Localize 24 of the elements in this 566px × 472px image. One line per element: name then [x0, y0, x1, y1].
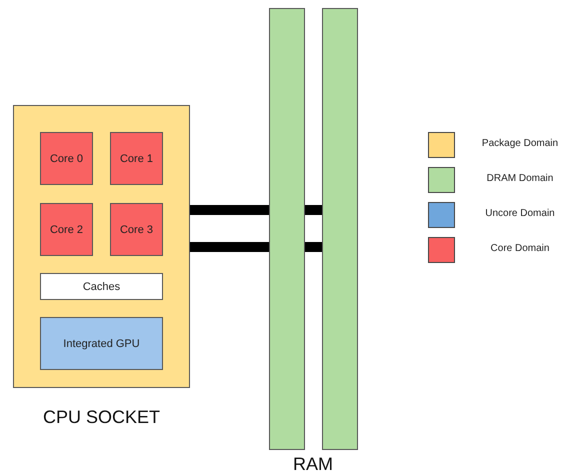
legend-label: Uncore Domain: [484, 208, 556, 219]
bus-line: [305, 242, 322, 252]
core-box: [40, 203, 93, 256]
ram-label: RAM: [293, 454, 333, 472]
socket-heading: CPU SOCKET: [42, 407, 162, 428]
box-label: Core 3: [120, 224, 154, 236]
core-box: [110, 132, 163, 185]
box-label: Core 0: [50, 152, 84, 164]
core-box: [40, 132, 93, 185]
bus-line: [305, 205, 322, 215]
ram-stick: [322, 8, 358, 450]
box-label: Caches: [82, 280, 120, 292]
cache-box: [40, 273, 163, 300]
legend-label: Package Domain: [480, 138, 560, 149]
gpu-box: [40, 317, 163, 370]
box-label: Integrated GPU: [63, 338, 140, 350]
bus-line: [190, 205, 269, 215]
ram-stick: [269, 8, 305, 450]
bus-line: [190, 242, 269, 252]
legend-label: DRAM Domain: [486, 173, 554, 184]
legend-label: Core Domain: [490, 243, 550, 254]
core-box: [110, 203, 163, 256]
box-label: Core 1: [120, 152, 154, 164]
box-label: Core 2: [50, 224, 84, 236]
